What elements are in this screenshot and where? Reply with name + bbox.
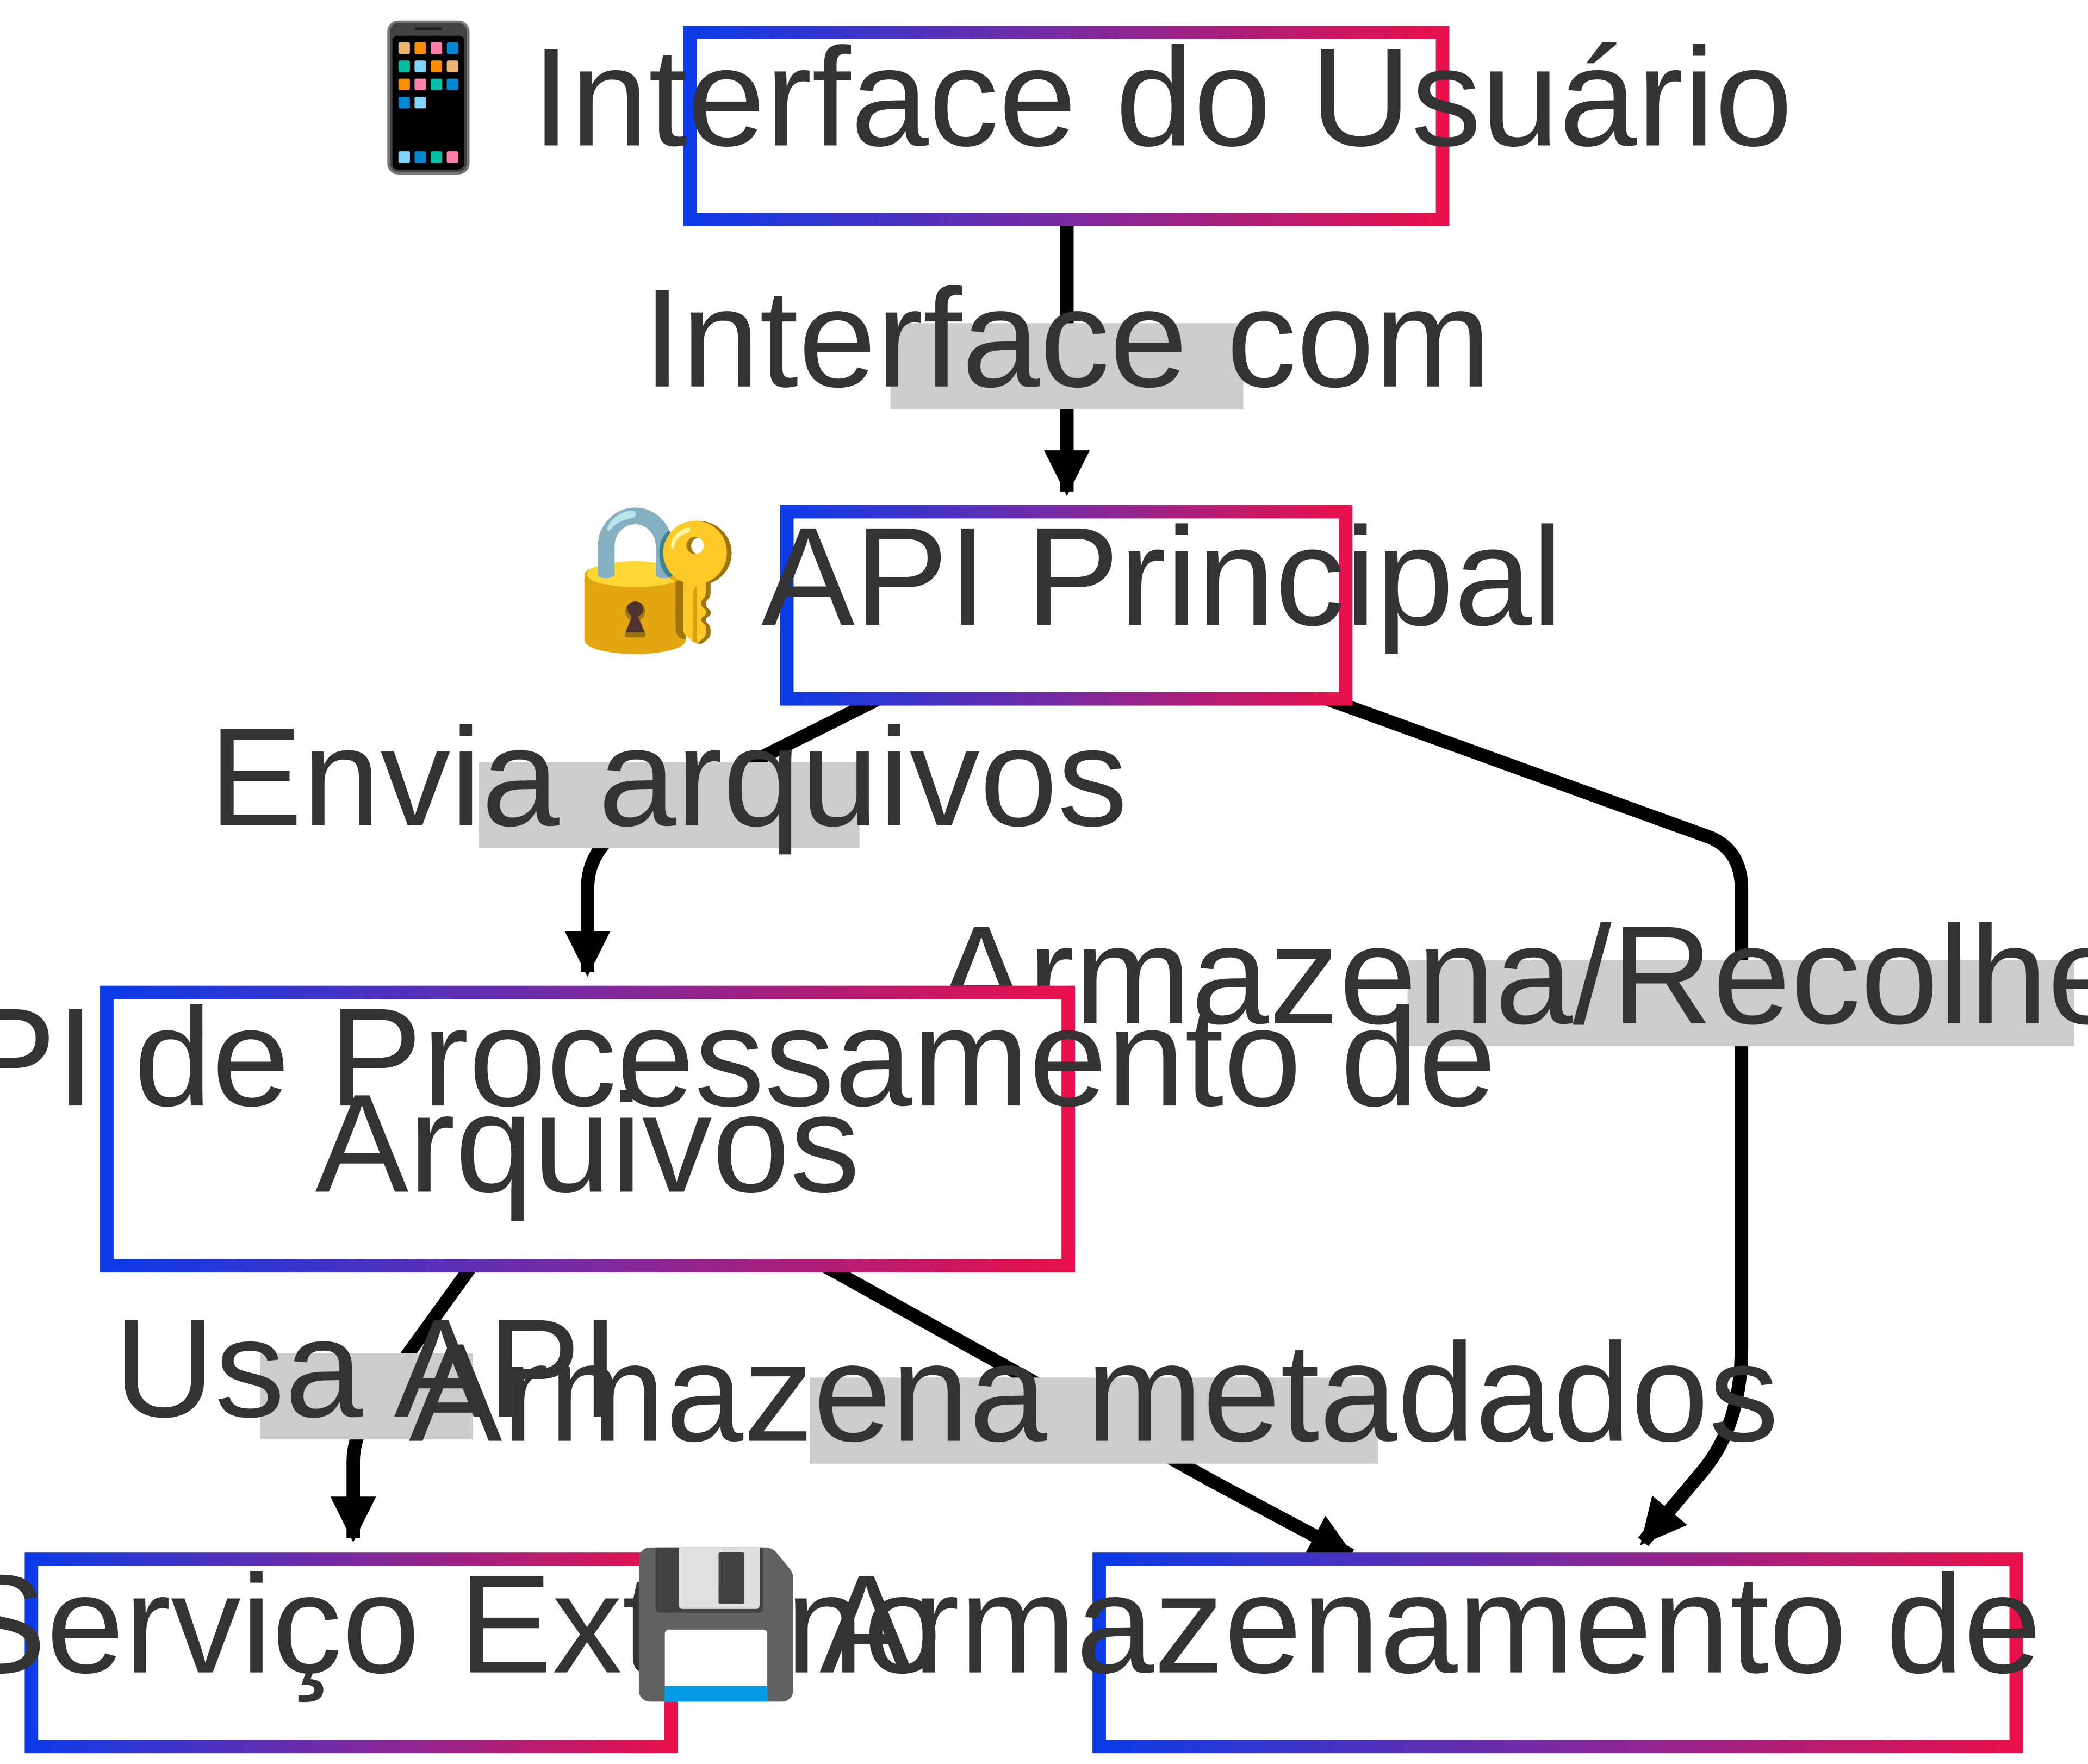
phone-icon: 📱: [341, 18, 515, 176]
edge-label-usa-api: Usa API: [114, 1290, 619, 1446]
node-label-line2: Arquivos: [315, 1065, 860, 1222]
lock-key-icon: 🔐: [571, 498, 745, 655]
edge-label-text: Envia arquivos: [209, 699, 1128, 856]
node-box: [24, 1552, 678, 1754]
edge-label-bg: [260, 1353, 474, 1440]
edge-label-bg: [1407, 960, 2074, 1047]
node-armazenamento-dados[interactable]: 💾Armazenamento de Dados: [629, 1545, 2088, 1754]
node-box: [780, 505, 1353, 706]
edge-label-armazena-metadados: Armazena metadados: [409, 1314, 1779, 1471]
edge-label-armazena-recolhe: Armazena/Recolhe dados: [935, 897, 2088, 1053]
node-text: Interface do Usuário: [532, 18, 1793, 175]
node-label-line1: 🧠API de Processamento de: [0, 979, 1496, 1135]
floppy-disk-icon: 💾: [629, 1545, 804, 1703]
node-api-principal[interactable]: 🔐API Principal: [571, 498, 1563, 706]
edge-label-bg: [810, 1377, 1378, 1464]
node-box: [100, 985, 1075, 1273]
node-text: Serviço Externo: [0, 1546, 941, 1703]
node-text: API Principal: [761, 498, 1563, 655]
edge-proc-to-storage: [821, 1259, 1356, 1562]
node-text: Armazenamento de Dados: [819, 1546, 2088, 1703]
node-interface-usuario[interactable]: 📱Interface do Usuário: [341, 18, 1793, 227]
node-box: [683, 26, 1450, 227]
node-label: 🔍Serviço Externo: [0, 1537, 941, 1703]
edge-label-text: Armazena metadados: [409, 1314, 1779, 1471]
edge-label-text: Interface com: [643, 260, 1491, 417]
node-api-processamento[interactable]: 🧠API de Processamento de Arquivos: [0, 979, 1496, 1273]
node-text: API de Processamento de: [0, 979, 1496, 1135]
edge-api-to-storage: [1324, 692, 1749, 1546]
node-label: 🔐API Principal: [571, 498, 1563, 655]
node-label: 📱Interface do Usuário: [341, 18, 1792, 176]
edge-label-bg: [890, 323, 1244, 409]
node-servico-externo[interactable]: 🔍Serviço Externo: [0, 1537, 941, 1754]
edge-label-interface-com: Interface com: [643, 260, 1491, 417]
edge-label-text: Usa API: [114, 1290, 619, 1446]
node-box: [1092, 1552, 2023, 1754]
edge-label-text: Armazena/Recolhe dados: [935, 897, 2088, 1053]
edge-label-bg: [478, 762, 860, 849]
node-label: 💾Armazenamento de Dados: [629, 1545, 2088, 1703]
edge-label-envia-arquivos: Envia arquivos: [209, 699, 1128, 856]
